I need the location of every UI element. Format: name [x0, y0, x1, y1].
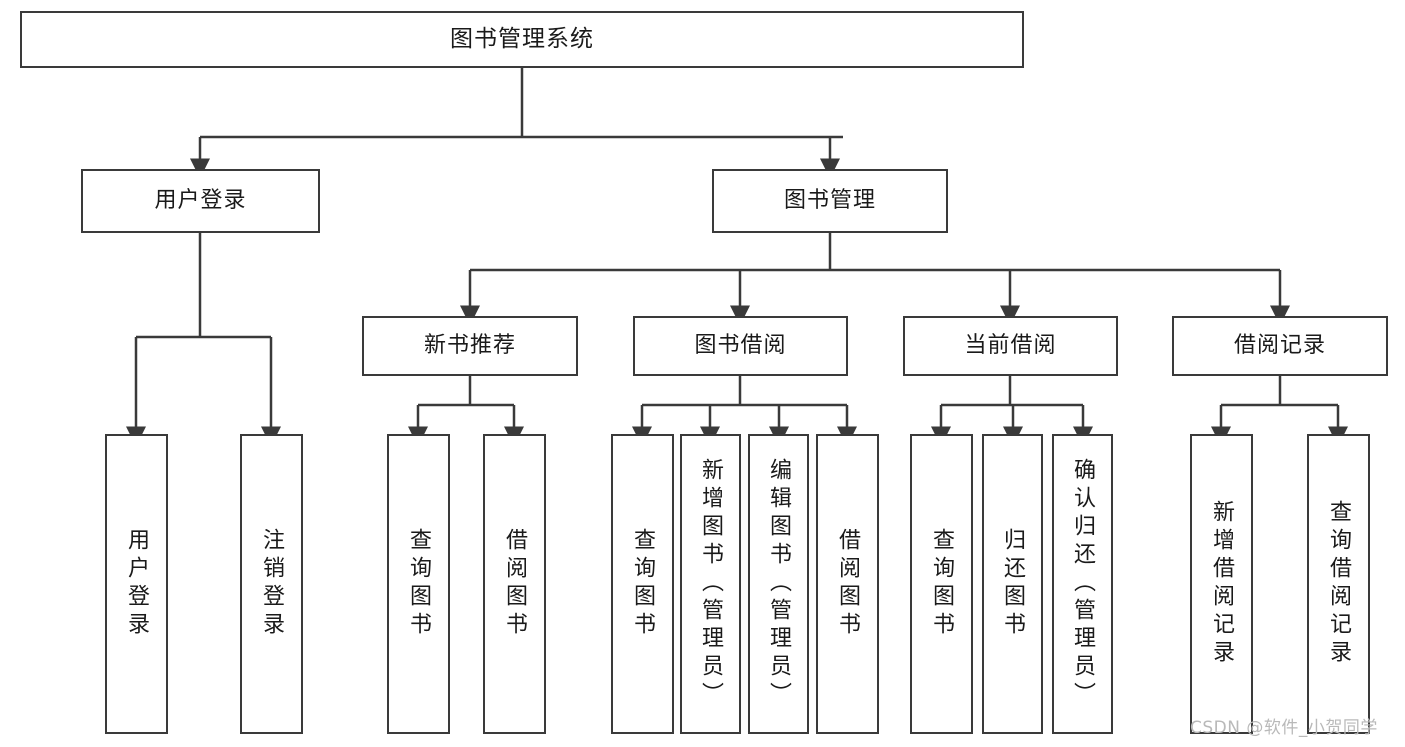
node-leaf-confirm-return-label: 确认归还（管理员）	[1070, 458, 1096, 710]
node-leaf-query-book-3-label: 查询图书	[929, 528, 955, 640]
node-borrow-record-label: 借阅记录	[1233, 332, 1326, 358]
node-leaf-return-book-label: 归还图书	[1000, 528, 1026, 640]
node-leaf-add-book-label: 新增图书（管理员）	[698, 458, 724, 710]
node-leaf-query-book-1-label: 查询图书	[406, 528, 432, 640]
node-book-borrow-label: 图书借阅	[694, 332, 787, 358]
node-leaf-return-book[interactable]: 归还图书	[982, 434, 1043, 734]
node-root-label: 图书管理系统	[450, 25, 594, 52]
node-leaf-user-login[interactable]: 用户登录	[105, 434, 168, 734]
node-leaf-query-book-2[interactable]: 查询图书	[611, 434, 674, 734]
node-user-login-label: 用户登录	[154, 187, 247, 213]
node-leaf-logout-login[interactable]: 注销登录	[240, 434, 303, 734]
node-leaf-borrow-book-2[interactable]: 借阅图书	[816, 434, 879, 734]
node-leaf-query-book-1[interactable]: 查询图书	[387, 434, 450, 734]
node-new-book-recommend[interactable]: 新书推荐	[362, 316, 578, 376]
node-leaf-query-borrow-record[interactable]: 查询借阅记录	[1307, 434, 1370, 734]
node-book-borrow[interactable]: 图书借阅	[633, 316, 848, 376]
node-root[interactable]: 图书管理系统	[20, 11, 1024, 68]
node-book-management[interactable]: 图书管理	[712, 169, 948, 233]
node-leaf-query-borrow-record-label: 查询借阅记录	[1326, 500, 1352, 668]
node-borrow-record[interactable]: 借阅记录	[1172, 316, 1388, 376]
node-leaf-add-borrow-record[interactable]: 新增借阅记录	[1190, 434, 1253, 734]
node-leaf-query-book-2-label: 查询图书	[630, 528, 656, 640]
node-current-borrow[interactable]: 当前借阅	[903, 316, 1118, 376]
node-leaf-add-book[interactable]: 新增图书（管理员）	[680, 434, 741, 734]
node-leaf-add-borrow-record-label: 新增借阅记录	[1209, 500, 1235, 668]
node-leaf-user-login-label: 用户登录	[124, 528, 150, 640]
node-leaf-edit-book[interactable]: 编辑图书（管理员）	[748, 434, 809, 734]
node-leaf-logout-login-label: 注销登录	[259, 528, 285, 640]
node-leaf-confirm-return[interactable]: 确认归还（管理员）	[1052, 434, 1113, 734]
node-leaf-borrow-book-1[interactable]: 借阅图书	[483, 434, 546, 734]
node-leaf-edit-book-label: 编辑图书（管理员）	[766, 458, 792, 710]
node-new-book-recommend-label: 新书推荐	[423, 332, 516, 358]
node-book-management-label: 图书管理	[783, 187, 876, 213]
node-leaf-borrow-book-2-label: 借阅图书	[835, 528, 861, 640]
node-user-login[interactable]: 用户登录	[81, 169, 320, 233]
watermark: CSDN @软件_小贺同学	[1190, 718, 1378, 738]
node-leaf-borrow-book-1-label: 借阅图书	[502, 528, 528, 640]
node-current-borrow-label: 当前借阅	[964, 332, 1057, 358]
node-leaf-query-book-3[interactable]: 查询图书	[910, 434, 973, 734]
